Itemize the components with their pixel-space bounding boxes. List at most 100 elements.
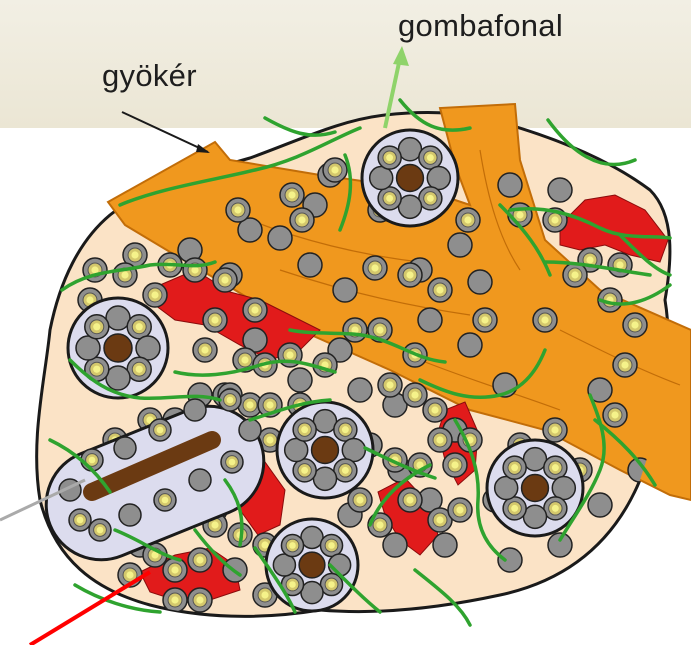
- small-particle: [419, 146, 442, 169]
- small-particle: [323, 158, 347, 182]
- soil-particle: [498, 548, 522, 572]
- soil-particle: [288, 368, 312, 392]
- small-particle: [543, 418, 567, 442]
- soil-particle: [239, 419, 261, 441]
- hypha-label: gombafonal: [398, 8, 563, 44]
- small-particle: [221, 451, 243, 473]
- small-particle: [219, 389, 241, 411]
- small-particle: [149, 419, 171, 441]
- small-particle: [226, 198, 250, 222]
- small-particle: [398, 263, 422, 287]
- micro-aggregate: [487, 440, 583, 536]
- soil-particle: [301, 526, 323, 548]
- soil-particle: [588, 493, 612, 517]
- small-particle: [188, 588, 212, 612]
- small-particle: [293, 459, 316, 482]
- small-particle: [378, 187, 401, 210]
- soil-particle: [313, 410, 336, 433]
- soil-particle: [184, 399, 206, 421]
- small-particle: [608, 253, 632, 277]
- soil-particle: [106, 366, 130, 390]
- organic-core: [522, 475, 549, 502]
- organic-core: [299, 552, 325, 578]
- small-particle: [281, 534, 303, 556]
- soil-particle: [398, 195, 421, 218]
- small-particle: [243, 298, 267, 322]
- soil-particle: [298, 253, 322, 277]
- soil-particle: [523, 505, 546, 528]
- small-particle: [203, 308, 227, 332]
- small-particle: [503, 456, 526, 479]
- organic-core: [312, 437, 339, 464]
- micro-aggregate: [277, 402, 373, 498]
- small-particle: [280, 183, 304, 207]
- small-particle: [544, 497, 567, 520]
- small-particle: [320, 534, 342, 556]
- soil-particle: [398, 138, 421, 161]
- small-particle: [363, 256, 387, 280]
- soil-particle: [273, 554, 295, 576]
- small-particle: [378, 373, 402, 397]
- soil-particle: [313, 467, 336, 490]
- soil-particle: [458, 333, 482, 357]
- soil-particle: [301, 582, 323, 604]
- soil-particle: [285, 438, 308, 461]
- soil-particle: [76, 336, 100, 360]
- small-particle: [603, 403, 627, 427]
- small-particle: [623, 313, 647, 337]
- soil-particle: [548, 178, 572, 202]
- small-particle: [85, 315, 109, 339]
- soil-particle: [119, 504, 141, 526]
- soil-particle: [342, 438, 365, 461]
- soil-particle: [106, 306, 130, 330]
- root-pointer-arrow: [122, 112, 208, 152]
- soil-particle: [548, 533, 572, 557]
- soil-particle: [433, 533, 457, 557]
- small-particle: [343, 318, 367, 342]
- organic-core: [397, 165, 424, 192]
- soil-particle: [498, 173, 522, 197]
- small-particle: [533, 308, 557, 332]
- small-particle: [544, 456, 567, 479]
- small-particle: [334, 459, 357, 482]
- small-particle: [398, 488, 422, 512]
- small-particle: [378, 146, 401, 169]
- small-particle: [127, 357, 151, 381]
- small-particle: [428, 278, 452, 302]
- small-particle: [163, 558, 187, 582]
- soil-particle: [268, 226, 292, 250]
- soil-particle: [189, 469, 211, 491]
- root-label: gyökér: [102, 58, 197, 94]
- micro-aggregate: [266, 519, 358, 611]
- small-particle: [69, 509, 91, 531]
- small-particle: [293, 418, 316, 441]
- soil-particle: [552, 476, 575, 499]
- soil-particle: [370, 166, 393, 189]
- soil-particle: [495, 476, 518, 499]
- small-particle: [403, 383, 427, 407]
- small-particle: [154, 489, 176, 511]
- soil-particle: [136, 336, 160, 360]
- small-particle: [89, 519, 111, 541]
- small-particle: [428, 428, 452, 452]
- organic-core: [104, 334, 132, 362]
- small-particle: [213, 268, 237, 292]
- soil-particle: [468, 270, 492, 294]
- small-particle: [290, 208, 314, 232]
- soil-particle: [427, 166, 450, 189]
- soil-particle: [523, 448, 546, 471]
- hypha-pointer-arrowhead: [393, 46, 409, 66]
- small-particle: [127, 315, 151, 339]
- small-particle: [334, 418, 357, 441]
- small-particle: [503, 497, 526, 520]
- small-particle: [143, 283, 167, 307]
- small-particle: [448, 498, 472, 522]
- micro-aggregate: [362, 130, 458, 226]
- small-particle: [613, 353, 637, 377]
- soil-particle: [333, 278, 357, 302]
- small-particle: [443, 453, 467, 477]
- small-particle: [456, 208, 480, 232]
- soil-particle: [348, 378, 372, 402]
- small-particle: [419, 187, 442, 210]
